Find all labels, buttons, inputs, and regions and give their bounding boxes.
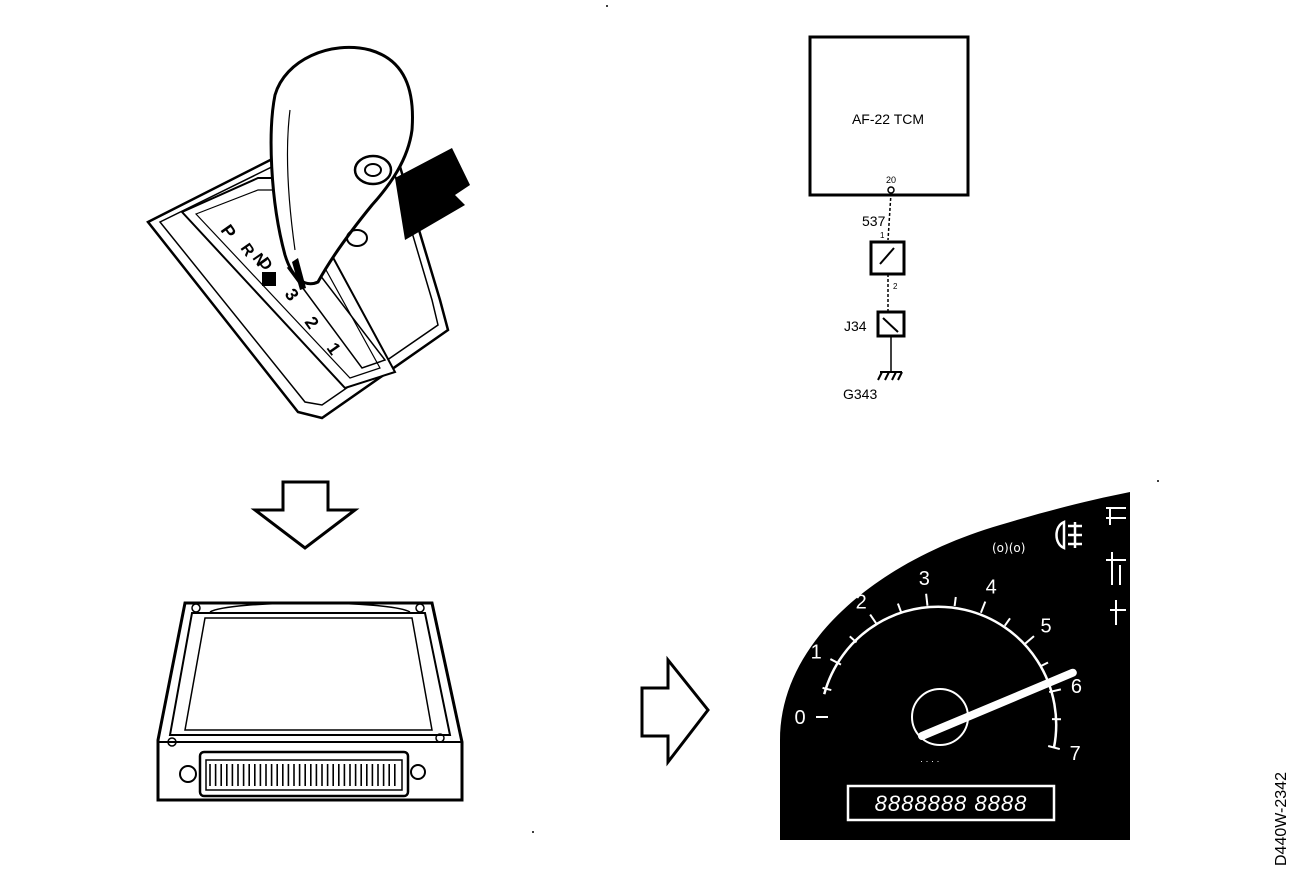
gauge-tick [979, 601, 987, 614]
connector-symbol [876, 310, 906, 338]
gauge-tick [896, 603, 902, 613]
instrument-cluster: (o)(o) 0 1 2 3 4 5 6 7 · · · · 8888888 8888 [780, 492, 1130, 840]
tcm-pin-label: 20 [886, 175, 896, 185]
wiring-diagram: AF-22 TCM 20 537 1 2 J34 G343 [808, 35, 970, 402]
tcm-module-box [808, 35, 970, 197]
module-connector [179, 750, 426, 798]
gauge-tick [869, 613, 878, 626]
switch-pin-1-label: 1 [880, 231, 885, 240]
gauge-scale-label-0: 0 [794, 707, 805, 729]
gauge-tick [829, 658, 842, 666]
odometer-display [846, 784, 1056, 822]
tcm-module-label: AF-22 TCM [852, 111, 924, 127]
gauge-scale-label-4: 4 [986, 577, 997, 599]
gauge-unit-mark: · · · · [920, 756, 940, 766]
indicator-small-icon: (o)(o) [992, 541, 1025, 555]
side-indicator-icons [1106, 507, 1126, 625]
gauge-tick [1039, 661, 1049, 668]
selector-switch-symbol [869, 240, 906, 276]
gauge-tick [925, 593, 929, 606]
gauge-scale-label-7: 7 [1070, 743, 1081, 765]
gauge-tick [953, 596, 957, 607]
figure-reference-id: D440W-2342 [1273, 772, 1290, 866]
gauge-tick [1003, 617, 1011, 627]
gauge-scale-label-6: 6 [1071, 676, 1082, 698]
gauge-tick [1047, 745, 1061, 751]
odometer-digits: 8888888 8888 [875, 791, 1028, 816]
gauge-needle [918, 668, 1077, 740]
gauge-tick [849, 635, 858, 644]
push-arrow-icon [395, 148, 470, 240]
gauge-scale-label-5: 5 [1041, 616, 1052, 638]
gear-selector-illustration: P R N D 3 2 1 [146, 45, 470, 420]
ground-label: G343 [843, 386, 877, 402]
selector-indicator-d [262, 272, 276, 286]
fog-light-icon [1055, 520, 1082, 550]
flow-arrow-down-icon [250, 480, 360, 550]
gauge-scale-label-2: 2 [856, 591, 867, 613]
control-module-illustration [156, 601, 464, 802]
connector-label: J34 [844, 318, 867, 334]
flow-arrow-right-icon [640, 655, 710, 767]
gauge-tick [1048, 688, 1062, 694]
switch-pin-2-label: 2 [893, 282, 898, 291]
ground-icon [877, 371, 903, 381]
gauge-tick [1024, 635, 1035, 645]
gauge-scale-label-1: 1 [811, 642, 822, 664]
gauge-tick [822, 686, 832, 692]
gauge-scale-label-3: 3 [919, 568, 930, 590]
wire-number-label: 537 [862, 213, 886, 229]
